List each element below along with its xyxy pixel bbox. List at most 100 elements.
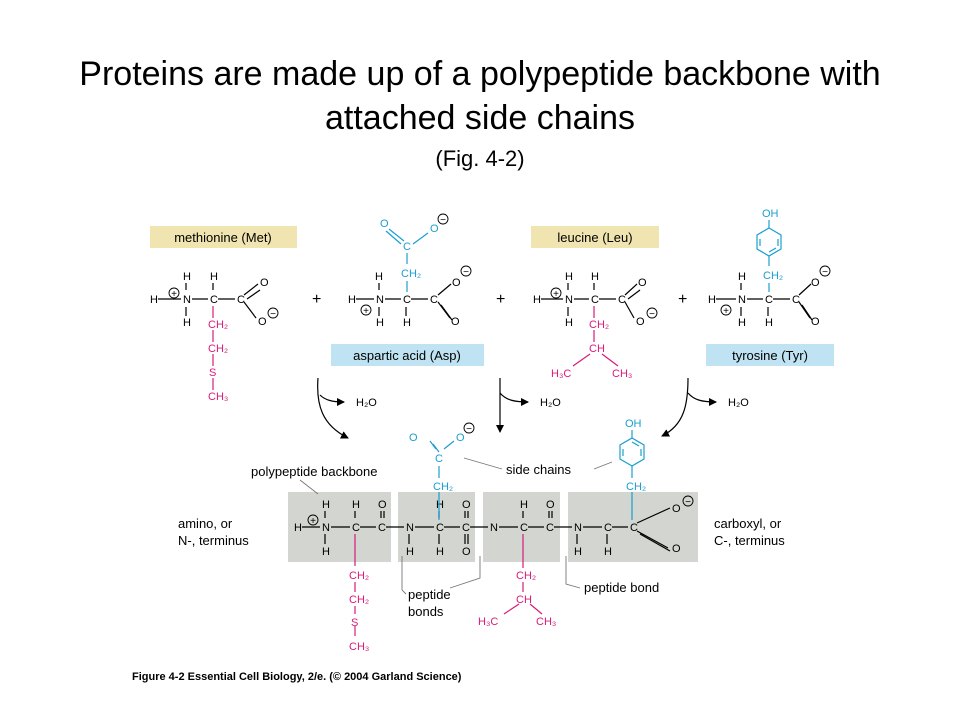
- svg-text:H: H: [565, 317, 573, 329]
- svg-text:H: H: [436, 499, 444, 511]
- water-label-2: H₂O: [540, 397, 561, 409]
- peptide-bonds-label-2: bonds: [408, 604, 444, 619]
- svg-text:O: O: [462, 499, 471, 511]
- water-label-1: H₂O: [356, 397, 377, 409]
- svg-text:CH₃: CH₃: [208, 391, 228, 403]
- svg-text:S: S: [209, 367, 216, 379]
- svg-text:H: H: [436, 546, 444, 558]
- svg-text:H: H: [183, 271, 191, 283]
- polypeptide-backbone-label: polypeptide backbone: [251, 464, 378, 479]
- svg-text:C: C: [237, 294, 245, 306]
- svg-text:−: −: [463, 267, 469, 278]
- svg-text:H: H: [210, 271, 218, 283]
- svg-text:H: H: [183, 317, 191, 329]
- svg-text:−: −: [466, 424, 472, 435]
- svg-text:O: O: [430, 223, 439, 235]
- svg-text:O: O: [636, 316, 645, 328]
- plus-sign-3: +: [678, 291, 687, 308]
- aspartic-label-box: [331, 344, 484, 366]
- svg-text:OH: OH: [762, 208, 779, 220]
- tyrosine-label-box: [706, 344, 834, 366]
- svg-text:O: O: [409, 432, 418, 444]
- svg-text:C: C: [210, 294, 218, 306]
- svg-text:C: C: [462, 522, 470, 534]
- svg-text:N: N: [574, 522, 582, 534]
- svg-text:CH₂: CH₂: [763, 270, 783, 282]
- svg-text:N: N: [406, 522, 414, 534]
- tyrosine-structure: OH CH₂ H H N C C H H O O + −: [708, 208, 831, 329]
- svg-text:+: +: [723, 306, 729, 317]
- svg-text:H: H: [150, 294, 158, 306]
- svg-text:O: O: [260, 277, 269, 289]
- amino-terminus-label-2: N-, terminus: [178, 533, 249, 548]
- svg-text:+: +: [171, 289, 177, 300]
- svg-text:H: H: [376, 317, 384, 329]
- svg-text:O: O: [462, 546, 471, 558]
- svg-text:CH₂: CH₂: [349, 570, 369, 582]
- svg-text:C: C: [765, 294, 773, 306]
- svg-text:H: H: [403, 317, 411, 329]
- svg-text:O: O: [452, 277, 461, 289]
- svg-text:CH₂: CH₂: [626, 481, 646, 493]
- svg-text:N: N: [490, 522, 498, 534]
- methionine-structure: H H H N C C H O O + − CH₂ CH₂ S CH₃: [150, 271, 279, 403]
- svg-text:C: C: [436, 522, 444, 534]
- peptide-bonds-label-1: peptide: [408, 587, 451, 602]
- svg-text:O: O: [672, 503, 681, 515]
- svg-text:O: O: [378, 499, 387, 511]
- svg-text:S: S: [351, 617, 358, 629]
- svg-text:C: C: [591, 294, 599, 306]
- svg-text:CH₂: CH₂: [349, 594, 369, 606]
- svg-text:CH₃: CH₃: [612, 368, 632, 380]
- svg-text:C: C: [403, 294, 411, 306]
- svg-text:H: H: [294, 522, 302, 534]
- leucine-structure: H H H N C C H O O + − CH₂ CH H₃C CH₃: [533, 271, 658, 380]
- leucine-label-box: [531, 226, 659, 248]
- svg-text:O: O: [451, 316, 460, 328]
- svg-text:CH₂: CH₂: [208, 343, 228, 355]
- svg-text:N: N: [565, 294, 573, 306]
- peptide-bond-label: peptide bond: [584, 580, 659, 595]
- plus-sign-2: +: [496, 291, 505, 308]
- svg-text:CH₂: CH₂: [516, 570, 536, 582]
- svg-text:CH₂: CH₂: [401, 268, 421, 280]
- amino-terminus-label-1: amino, or: [178, 516, 233, 531]
- svg-text:O: O: [456, 432, 465, 444]
- figure-caption: Figure 4-2 Essential Cell Biology, 2/e. …: [132, 671, 462, 683]
- svg-text:OH: OH: [625, 418, 642, 430]
- svg-text:O: O: [638, 277, 647, 289]
- svg-text:H: H: [565, 271, 573, 283]
- svg-text:H: H: [738, 317, 746, 329]
- svg-text:C: C: [352, 522, 360, 534]
- svg-text:H: H: [406, 546, 414, 558]
- carboxyl-terminus-label-1: carboxyl, or: [714, 516, 782, 531]
- svg-text:−: −: [440, 215, 446, 226]
- svg-text:H: H: [765, 317, 773, 329]
- svg-text:H: H: [520, 499, 528, 511]
- backbone-box-2: [398, 492, 475, 562]
- svg-text:+: +: [310, 516, 316, 527]
- svg-text:N: N: [738, 294, 746, 306]
- svg-text:CH: CH: [589, 343, 605, 355]
- svg-text:H: H: [322, 499, 330, 511]
- aspartic-label: aspartic acid (Asp): [353, 348, 461, 363]
- svg-text:−: −: [270, 309, 276, 320]
- svg-text:O: O: [258, 316, 267, 328]
- svg-text:C: C: [546, 522, 554, 534]
- svg-text:H: H: [352, 499, 360, 511]
- svg-text:CH₂: CH₂: [433, 481, 453, 493]
- svg-text:O: O: [811, 277, 820, 289]
- methionine-label-box: [150, 226, 297, 248]
- svg-text:C: C: [435, 453, 443, 465]
- svg-text:C: C: [618, 294, 626, 306]
- svg-text:H: H: [738, 271, 746, 283]
- svg-text:C: C: [430, 294, 438, 306]
- svg-text:C: C: [630, 522, 638, 534]
- polypeptide-structure: H H O H O H O H N C C N C C N C C N C C …: [294, 418, 694, 653]
- title-line-2: attached side chains: [325, 99, 635, 137]
- svg-text:H: H: [533, 294, 541, 306]
- svg-text:H₃C: H₃C: [478, 616, 498, 628]
- svg-text:N: N: [183, 294, 191, 306]
- svg-text:C: C: [378, 522, 386, 534]
